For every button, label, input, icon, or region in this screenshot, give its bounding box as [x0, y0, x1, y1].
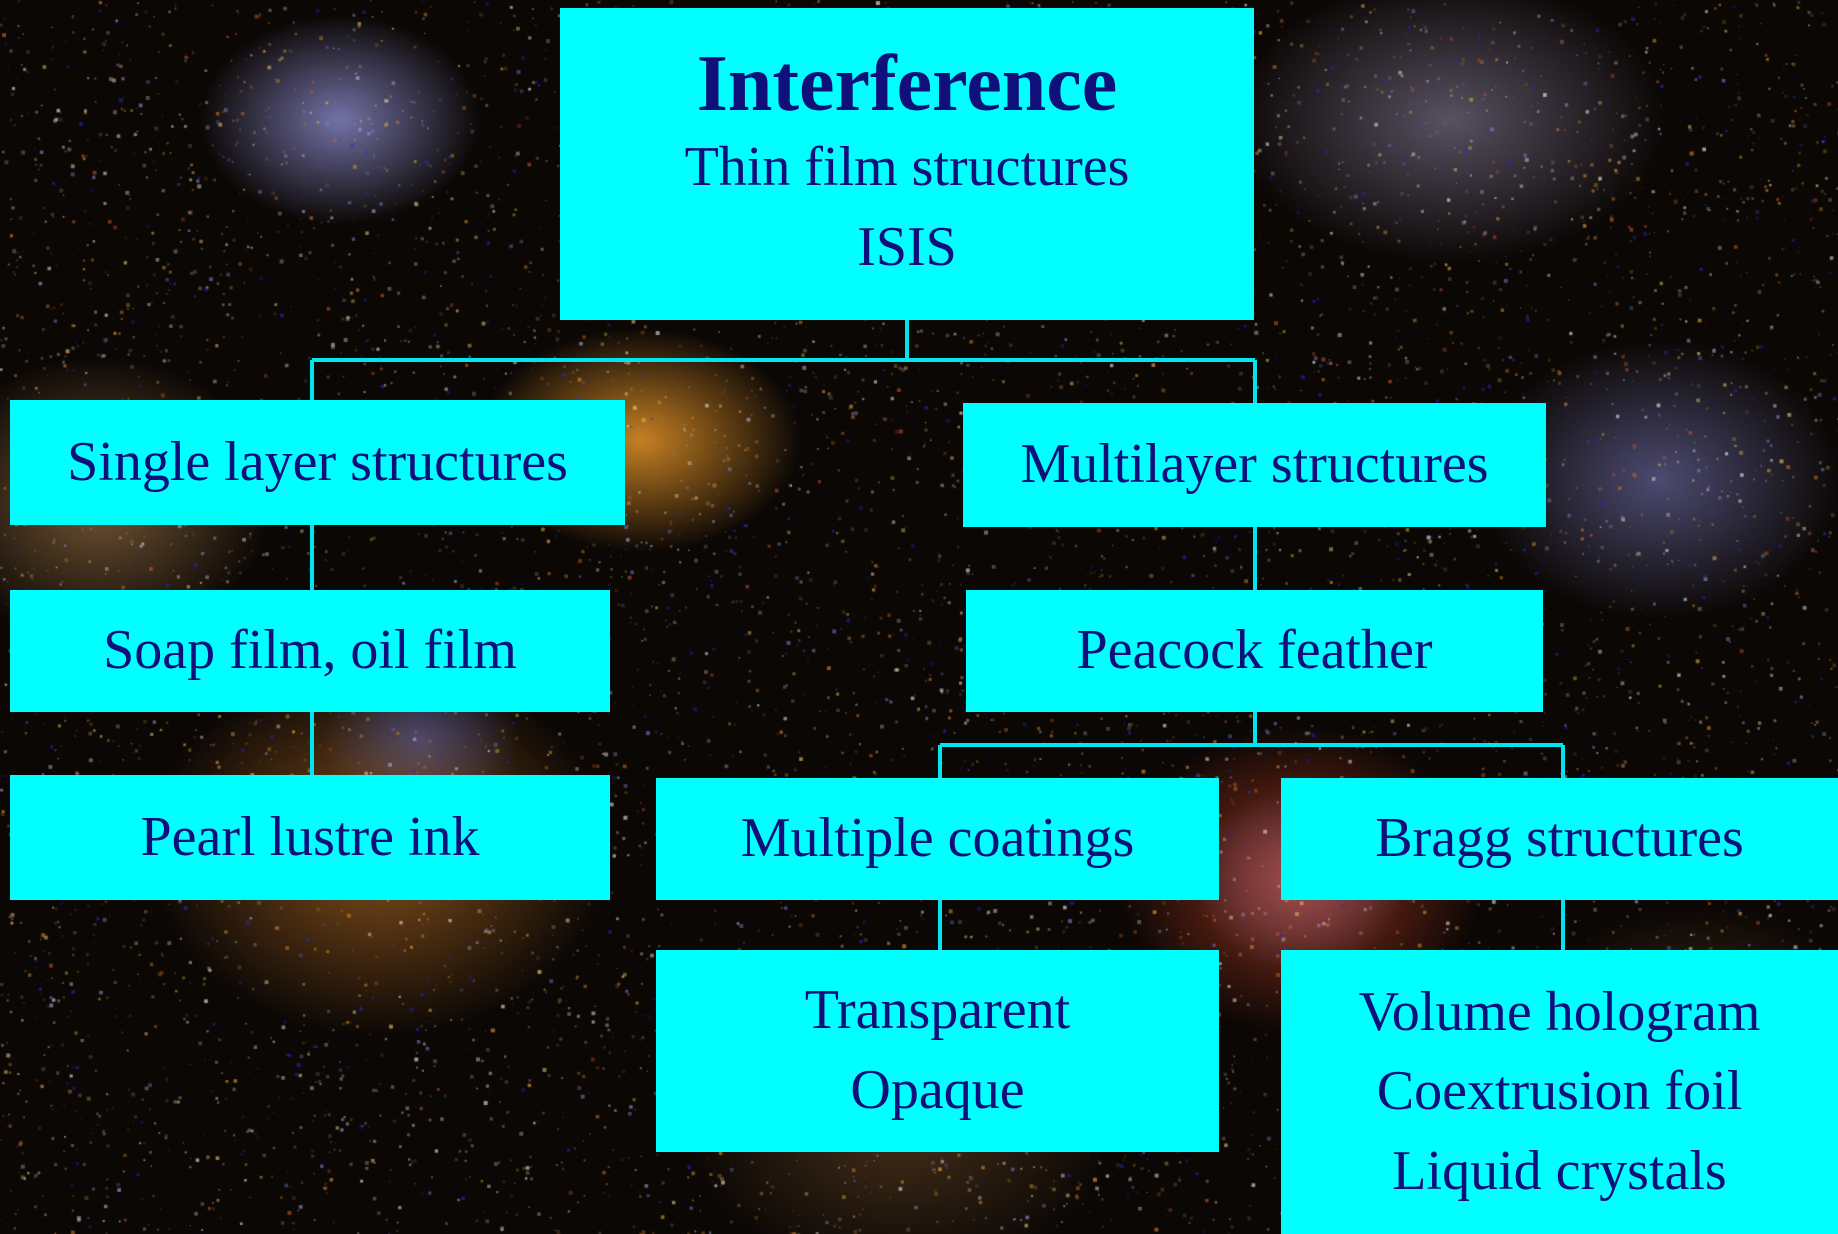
soap-film-node: Soap film, oil film	[10, 590, 610, 712]
root-subtitle: Thin film structures	[684, 136, 1130, 199]
list-item: Liquid crystals	[1392, 1139, 1727, 1202]
pearl-lustre-node: Pearl lustre ink	[10, 775, 610, 900]
multiple-coatings-node: Multiple coatings	[656, 778, 1219, 900]
coatings-items-node: Transparent Opaque	[656, 950, 1219, 1152]
single-layer-node: Single layer structures	[10, 400, 625, 525]
root-abbreviation: ISIS	[857, 216, 957, 278]
bragg-structures-node: Bragg structures	[1281, 778, 1838, 900]
bragg-items-node: Volume hologram Coextrusion foil Liquid …	[1281, 950, 1838, 1234]
bragg-structures-label: Bragg structures	[1375, 807, 1744, 870]
multilayer-node: Multilayer structures	[963, 403, 1546, 527]
list-item: Opaque	[850, 1059, 1025, 1121]
root-title: Interference	[696, 40, 1118, 129]
list-item: Transparent	[804, 979, 1071, 1042]
multiple-coatings-label: Multiple coatings	[740, 807, 1135, 870]
soap-film-label: Soap film, oil film	[103, 619, 517, 682]
pearl-lustre-label: Pearl lustre ink	[140, 805, 480, 868]
root-node: Interference Thin film structures ISIS	[560, 8, 1254, 320]
list-item: Coextrusion foil	[1376, 1060, 1743, 1123]
multilayer-title: Multilayer structures	[1020, 433, 1489, 496]
peacock-feather-label: Peacock feather	[1076, 619, 1433, 682]
list-item: Volume hologram	[1358, 980, 1761, 1043]
single-layer-title: Single layer structures	[67, 430, 568, 493]
peacock-feather-node: Peacock feather	[966, 590, 1543, 712]
